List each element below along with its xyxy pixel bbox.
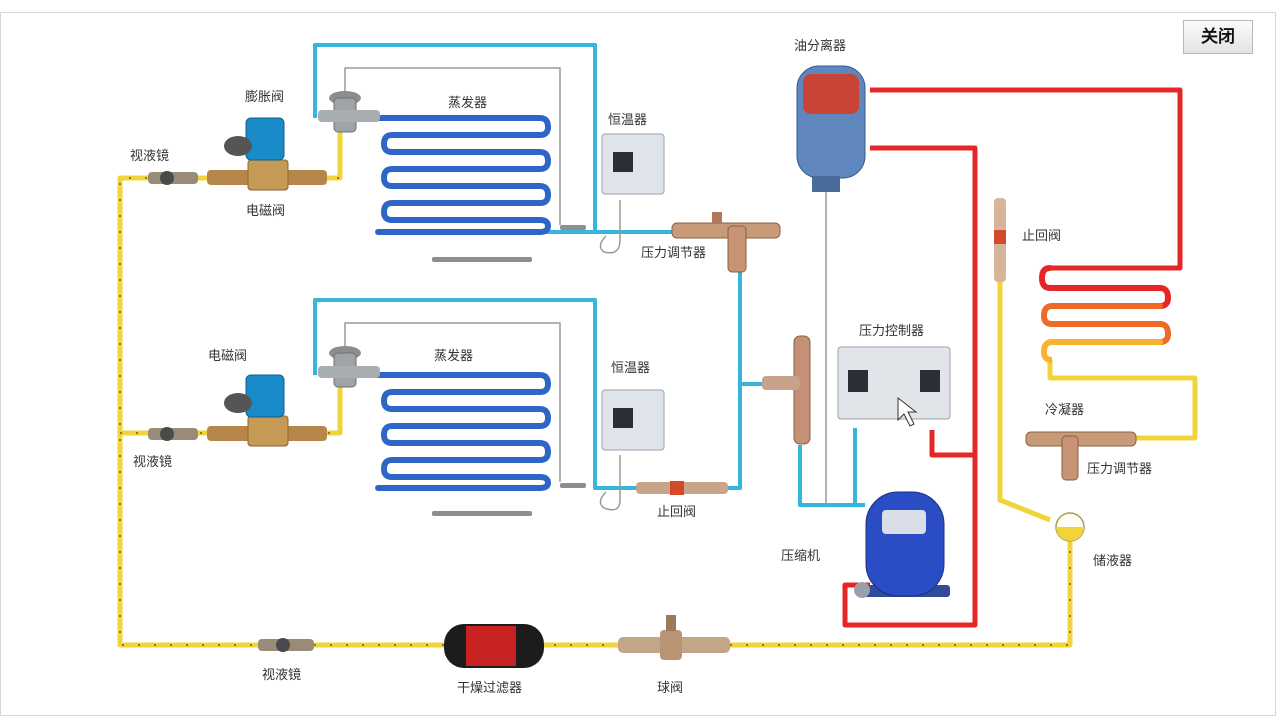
label-sight-glass-top: 视液镜 — [130, 149, 169, 164]
evaporator-coil-bottom — [375, 372, 552, 491]
stop-valve-bottom-icon — [636, 481, 728, 495]
filter-drier-icon — [444, 624, 544, 668]
label-pressure-regulator-right: 压力调节器 — [1087, 462, 1152, 477]
pressure-regulator-middle-icon — [762, 335, 811, 445]
thermostat-bottom-icon — [601, 389, 665, 451]
label-sight-glass-main: 视液镜 — [262, 668, 301, 683]
ball-valve-icon — [618, 615, 730, 660]
close-button[interactable]: 关闭 — [1183, 20, 1253, 54]
label-filter-drier: 干燥过滤器 — [457, 681, 522, 696]
solenoid-valve-top-icon — [207, 117, 327, 191]
pressure-regulator-top-icon — [671, 212, 781, 273]
sight-glass-top-icon — [148, 171, 198, 185]
expansion-valve-bottom-icon — [318, 346, 380, 388]
pressure-controller-icon — [837, 346, 951, 427]
label-stop-valve-right: 止回阀 — [1022, 229, 1061, 244]
label-condenser: 冷凝器 — [1045, 402, 1084, 418]
label-thermostat-bottom: 恒温器 — [611, 361, 650, 376]
oil-separator-icon — [796, 65, 866, 192]
expansion-valve-top-icon — [318, 91, 380, 133]
compressor-icon — [854, 491, 950, 598]
label-compressor: 压缩机 — [781, 548, 820, 564]
control-lines — [344, 67, 827, 511]
diagram-frame — [0, 12, 1276, 716]
discharge-line — [842, 87, 1183, 628]
label-expansion-valve: 膨胀阀 — [245, 90, 284, 105]
label-evaporator-bottom: 蒸发器 — [434, 348, 473, 364]
solenoid-valve-bottom-icon — [207, 374, 327, 447]
label-receiver: 储液器 — [1093, 554, 1132, 569]
label-solenoid-valve-top: 电磁阀 — [246, 204, 285, 219]
sight-glass-main-icon — [258, 638, 314, 652]
thermostat-top-icon — [601, 133, 665, 195]
sight-glass-bottom-icon — [148, 427, 198, 441]
label-thermostat-top: 恒温器 — [608, 113, 647, 128]
condenser-coil — [1038, 265, 1172, 363]
drip-trays — [432, 225, 586, 516]
label-stop-valve-bottom: 止回阀 — [657, 505, 696, 520]
label-pressure-regulator-top: 压力调节器 — [641, 246, 706, 261]
label-sight-glass-bottom: 视液镜 — [133, 455, 172, 470]
label-ball-valve: 球阀 — [657, 681, 683, 696]
evaporator-coil-top — [375, 115, 552, 235]
suction-line — [313, 43, 865, 507]
label-evaporator-top: 蒸发器 — [448, 95, 487, 111]
label-pressure-controller: 压力控制器 — [859, 324, 924, 339]
receiver-icon — [1055, 512, 1085, 542]
label-oil-separator: 油分离器 — [794, 38, 846, 54]
stop-valve-right-icon — [994, 198, 1006, 282]
pressure-regulator-right-icon — [1025, 431, 1137, 481]
label-solenoid-valve-bottom: 电磁阀 — [208, 349, 247, 364]
